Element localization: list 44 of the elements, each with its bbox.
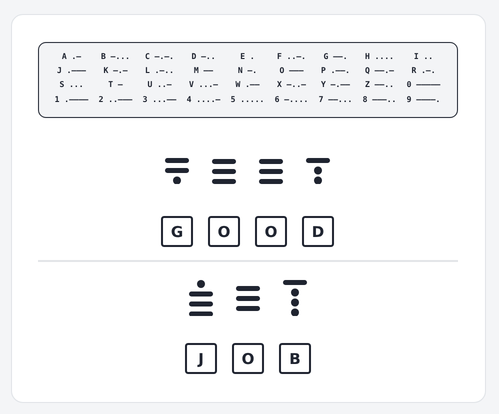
morse-key-entry: 9 ————. [406, 94, 440, 105]
letter-tile: O [208, 216, 240, 247]
morse-key-entry: W .—— [235, 80, 260, 90]
morse-key-entry: 4 ....— [186, 94, 220, 105]
morse-key-entry: C —.—. [145, 52, 174, 62]
morse-key-entry: D —.. [191, 52, 216, 62]
morse-key-entry: A .— [62, 52, 82, 62]
morse-key-entry: 8 ———.. [362, 94, 396, 105]
morse-key-entry: 0 ————— [406, 80, 440, 90]
letter-tile: O [232, 343, 264, 374]
morse-key-entry: T — [108, 80, 123, 90]
morse-key-entry: 2 ..——— [98, 94, 132, 105]
morse-key-entry: 3 ...—— [142, 94, 176, 105]
morse-key-entry: Z ——.. [365, 80, 394, 90]
morse-key-entry: B —... [101, 52, 130, 62]
morse-key-entry: 7 ——... [318, 94, 352, 105]
morse-key-entry: Y —.—— [321, 80, 350, 90]
morse-key-entry: L .—.. [145, 66, 174, 76]
morse-key-entry: O ——— [279, 66, 304, 76]
morse-key-entry: 1 .———— [54, 94, 88, 105]
morse-key-entry: N —. [238, 66, 258, 76]
letter-tile: J [185, 343, 217, 374]
morse-key-entry: K —.— [103, 66, 128, 76]
letter-tile: G [161, 216, 193, 247]
letter-tile: D [302, 216, 334, 247]
morse-key-entry: H .... [365, 52, 394, 62]
morse-key-entry: R .—. [411, 66, 436, 76]
morse-key-entry: S ... [59, 80, 84, 90]
letter-tile: O [255, 216, 287, 247]
morse-key-entry: I .. [414, 52, 434, 62]
morse-key-entry: G ——. [323, 52, 348, 62]
morse-key-entry: V ...— [189, 80, 218, 90]
morse-key-entry: U ..— [147, 80, 172, 90]
morse-key-entry: 6 —.... [274, 94, 308, 105]
letter-tile: B [279, 343, 311, 374]
morse-key-entry: J .——— [57, 66, 86, 76]
morse-key-entry: P .——. [321, 66, 350, 76]
morse-key-entry: 5 ..... [230, 94, 264, 105]
morse-key-entry: F ..—. [277, 52, 306, 62]
morse-key-panel [38, 42, 458, 118]
morse-key-entry: M —— [194, 66, 214, 76]
morse-key-entry: Q ——.— [365, 66, 394, 76]
morse-key-entry: X —..— [277, 80, 306, 90]
morse-key-entry: E . [240, 52, 255, 62]
